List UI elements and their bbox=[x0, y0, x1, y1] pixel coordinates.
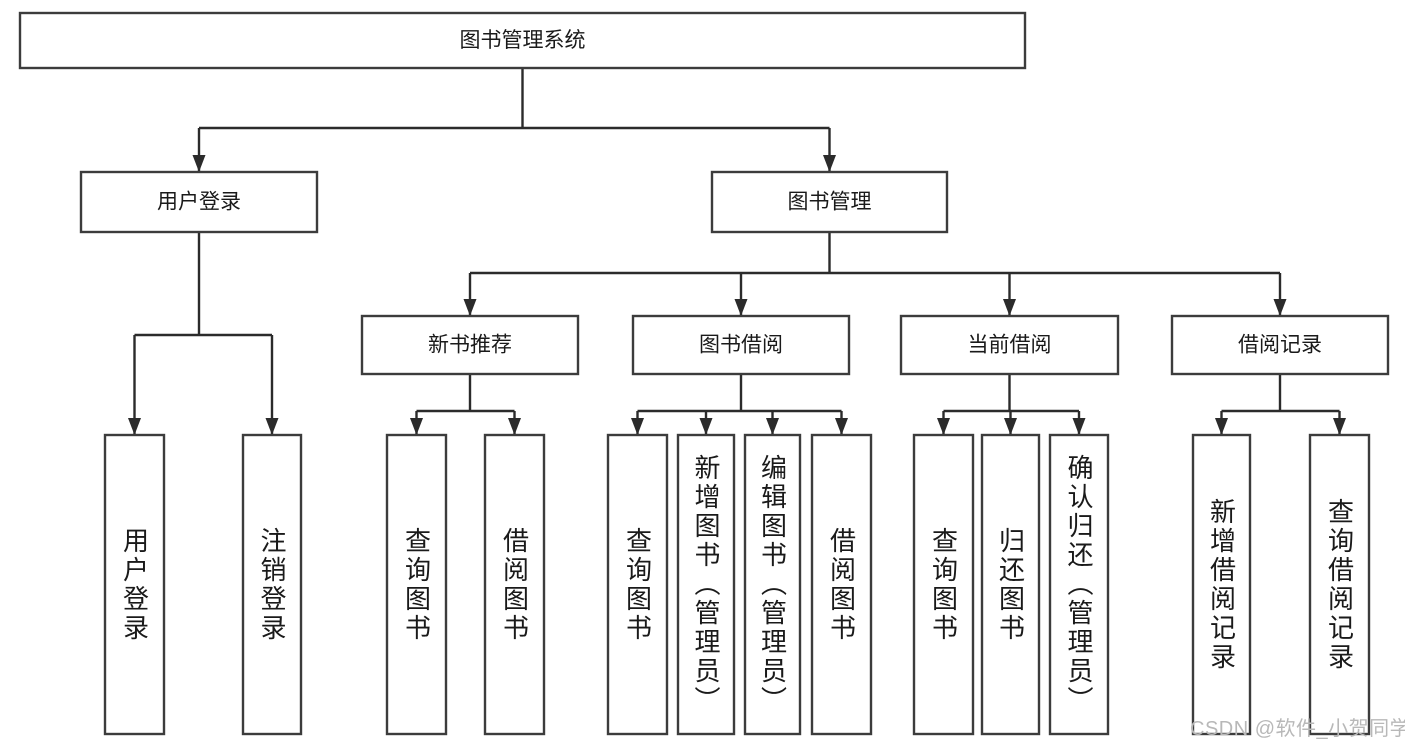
watermark: CSDN @软件_小贺同学 bbox=[1190, 718, 1405, 740]
leaf-box-g1-3[interactable] bbox=[810, 433, 873, 736]
arrow-head-icon bbox=[631, 418, 644, 435]
arrow-head-icon bbox=[128, 418, 141, 435]
arrow-head-icon bbox=[1215, 418, 1228, 435]
node-root-box[interactable] bbox=[18, 11, 1027, 70]
arrow-head-icon bbox=[508, 418, 521, 435]
node-level3-label-0: 新书推荐 bbox=[428, 334, 512, 357]
arrow-head-icon bbox=[766, 418, 779, 435]
leaf-box-g3-1[interactable] bbox=[1308, 433, 1371, 736]
node-level2-label-1: 图书管理 bbox=[788, 191, 872, 214]
leaf-box-g1-0[interactable] bbox=[606, 433, 669, 736]
arrow-head-icon bbox=[1003, 299, 1016, 316]
leaf-box-g0-0[interactable] bbox=[385, 433, 448, 736]
node-level3-label-2: 当前借阅 bbox=[968, 334, 1052, 357]
node-root-label: 图书管理系统 bbox=[460, 29, 586, 52]
node-level3-label-3: 借阅记录 bbox=[1238, 334, 1322, 357]
node-level3-label-1: 图书借阅 bbox=[699, 334, 783, 357]
leaf-box-g2-2[interactable] bbox=[1048, 433, 1110, 736]
arrow-head-icon bbox=[823, 155, 836, 172]
node-level3-box-1[interactable] bbox=[631, 314, 851, 376]
leaf-box-login-0[interactable] bbox=[103, 433, 166, 736]
leaf-box-g3-0[interactable] bbox=[1191, 433, 1252, 736]
node-level2-box-0[interactable] bbox=[79, 170, 319, 234]
leaf-box-g1-1[interactable] bbox=[676, 433, 736, 736]
arrow-head-icon bbox=[835, 418, 848, 435]
boxes-layer bbox=[18, 11, 1390, 736]
node-level2-box-1[interactable] bbox=[710, 170, 949, 234]
node-level2-label-0: 用户登录 bbox=[157, 191, 241, 214]
arrow-head-icon bbox=[265, 418, 279, 435]
connectors-layer bbox=[128, 68, 1346, 435]
leaf-box-g1-2[interactable] bbox=[743, 433, 802, 736]
leaf-box-g2-0[interactable] bbox=[912, 433, 975, 736]
arrow-head-icon bbox=[463, 299, 477, 316]
leaf-box-g2-1[interactable] bbox=[980, 433, 1041, 736]
leaf-box-g0-1[interactable] bbox=[483, 433, 546, 736]
leaf-box-login-1[interactable] bbox=[241, 433, 303, 736]
arrow-head-icon bbox=[192, 155, 206, 172]
arrow-head-icon bbox=[937, 418, 950, 435]
arrow-head-icon bbox=[734, 299, 748, 316]
node-level3-box-0[interactable] bbox=[360, 314, 580, 376]
node-level3-box-3[interactable] bbox=[1170, 314, 1390, 376]
node-level3-box-2[interactable] bbox=[899, 314, 1120, 376]
arrow-head-icon bbox=[1273, 299, 1287, 316]
arrow-head-icon bbox=[1072, 418, 1086, 435]
arrow-head-icon bbox=[410, 418, 423, 435]
arrow-head-icon bbox=[699, 418, 713, 435]
arrow-head-icon bbox=[1004, 418, 1017, 435]
arrow-head-icon bbox=[1333, 418, 1346, 435]
